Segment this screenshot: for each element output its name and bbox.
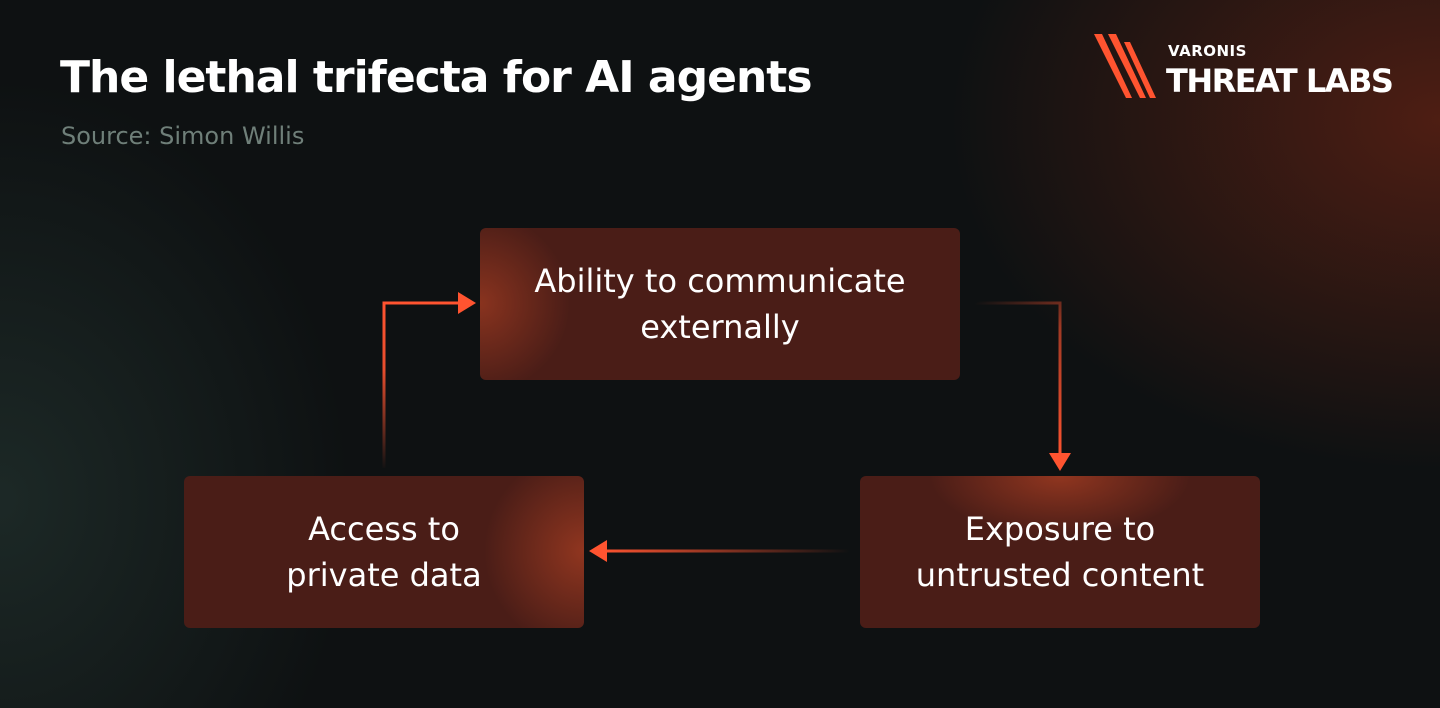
node-untrusted-content: Exposure to untrusted content [860, 476, 1260, 628]
arrow-top-to-right [975, 301, 1071, 471]
logo-product-text: THREAT LABS [1166, 62, 1394, 100]
varonis-threat-labs-logo: VARONIS THREAT LABS [1092, 30, 1394, 104]
arrow-left-to-top [382, 292, 476, 468]
node-communicate-externally: Ability to communicate externally [480, 228, 960, 380]
node-label-line: Access to [308, 510, 460, 548]
claw-stroke-1 [1094, 34, 1132, 98]
claw-stroke-3 [1124, 42, 1156, 98]
node-label-line: externally [640, 308, 800, 346]
arrowhead-right-icon [458, 292, 476, 314]
node-text: Exposure to untrusted content [916, 506, 1204, 598]
node-label-line: Exposure to [964, 510, 1156, 548]
claw-mark-icon [1094, 34, 1156, 98]
arrow-right-to-left [589, 540, 850, 562]
arrowhead-left-icon [589, 540, 607, 562]
page-title: The lethal trifecta for AI agents [60, 52, 813, 103]
logo-brand-text: VARONIS [1168, 42, 1247, 60]
node-label-line: Ability to communicate [534, 262, 906, 300]
arrowhead-down-icon [1049, 453, 1071, 471]
node-text: Access to private data [286, 506, 481, 598]
node-label-line: private data [286, 556, 482, 594]
node-label-line: untrusted content [915, 556, 1205, 594]
source-caption: Source: Simon Willis [61, 122, 305, 150]
node-text: Ability to communicate externally [534, 258, 905, 350]
node-private-data: Access to private data [184, 476, 584, 628]
claw-stroke-2 [1108, 34, 1146, 98]
